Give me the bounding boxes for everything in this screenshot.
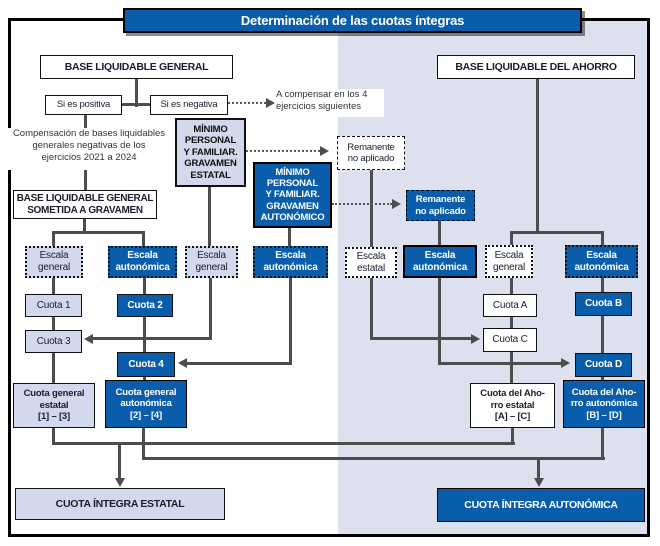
node-remanente-no-aplicado-autonomico: Remanente no aplicado (406, 190, 475, 221)
node-cuota-3: Cuota 3 (25, 330, 82, 353)
node-escala-general-3: Escala general (485, 245, 533, 278)
connector-line (601, 377, 604, 381)
connector-line (135, 78, 138, 107)
label-a-compensar: A compensar en los 4 ejercicios siguient… (276, 89, 384, 117)
connector-line (52, 231, 145, 234)
connector-line (52, 353, 55, 384)
connector-line (142, 428, 145, 460)
connector-line (601, 278, 604, 293)
node-escala-estatal: Escala estatal (345, 247, 397, 278)
label-compensacion: Compensación de bases liquidables genera… (8, 128, 170, 170)
connector-line (143, 278, 146, 295)
connector-line (122, 103, 152, 106)
arrowhead (266, 98, 275, 108)
connector-line (510, 352, 513, 384)
node-cuota-ahorro-autonomica: Cuota del Aho- rro autonómica [B] – [D] (563, 380, 645, 428)
node-escala-general-2: Escala general (185, 246, 238, 278)
arrowhead (534, 478, 544, 487)
connector-line (52, 278, 55, 295)
connector-line (93, 337, 212, 340)
node-remanente-no-aplicado-estatal: Remanente no aplicado (337, 136, 405, 170)
connector-line (208, 187, 211, 247)
connector-line (537, 457, 540, 479)
connector-line (143, 317, 146, 353)
node-cuota-integra-estatal: CUOTA ÍNTEGRA ESTATAL (15, 488, 225, 520)
node-si-es-positiva: Si es positiva (45, 95, 122, 115)
connector-line (209, 278, 212, 340)
connector-line (52, 442, 515, 445)
arrowhead (561, 358, 570, 368)
page-title: Determinación de las cuotas íntegras (123, 8, 582, 33)
node-cuota-2: Cuota 2 (117, 294, 173, 317)
node-minimo-autonomico: MÍNIMO PERSONAL Y FAMILIAR. GRAVAMEN AUT… (253, 162, 332, 228)
node-escala-autonomica-1: Escala autonómica (108, 246, 177, 278)
arrowhead (115, 478, 125, 487)
connector-line (142, 231, 145, 247)
dotted-connector (332, 203, 392, 205)
connector-line (143, 377, 146, 381)
connector-line (438, 221, 441, 247)
node-minimo-estatal: MÍNIMO PERSONAL Y FAMILIAR. GRAVAMEN EST… (175, 118, 246, 187)
node-escala-general-1: Escala general (25, 246, 83, 278)
connector-line (601, 316, 604, 354)
node-cuota-a: Cuota A (483, 294, 537, 317)
connector-line (289, 278, 292, 365)
node-base-liquidable-ahorro: BASE LIQUIDABLE DEL AHORRO (437, 55, 635, 79)
connector-line (370, 278, 373, 340)
dotted-connector (228, 102, 266, 104)
connector-line (142, 457, 605, 460)
node-base-liquidable-general: BASE LIQUIDABLE GENERAL (40, 55, 233, 79)
connector-line (438, 278, 441, 365)
connector-line (288, 228, 291, 247)
connector-line (511, 428, 514, 444)
connector-line (601, 428, 604, 459)
connector-line (52, 317, 55, 331)
node-si-es-negativa: Si es negativa (150, 95, 228, 115)
node-cuota-4: Cuota 4 (117, 352, 175, 377)
connector-line (187, 362, 292, 365)
node-cuota-ahorro-estatal: Cuota del Aho- rro estatal [A] – [C] (470, 383, 555, 428)
node-cuota-d: Cuota D (575, 353, 632, 377)
node-escala-autonomica-3: Escala autonómica (403, 245, 477, 278)
node-cuota-b: Cuota B (575, 292, 632, 316)
connector-line (536, 78, 539, 234)
arrowhead (320, 146, 329, 156)
connector-line (52, 231, 55, 247)
node-cuota-general-autonomica: Cuota general autonómica [2] – [4] (105, 380, 187, 428)
node-escala-autonomica-4: Escala autonómica (565, 245, 638, 278)
connector-line (601, 231, 604, 247)
arrowhead (392, 199, 401, 209)
connector-line (52, 428, 55, 445)
node-cuota-integra-autonomica: CUOTA ÍNTEGRA AUTONÓMICA (437, 488, 645, 522)
connector-line (510, 231, 604, 234)
arrowhead (84, 334, 93, 344)
connector-line (118, 442, 121, 479)
connector-line (370, 170, 373, 248)
connector-line (510, 278, 513, 295)
node-base-sometida-gravamen: BASE LIQUIDABLE GENERAL SOMETIDA A GRAVA… (13, 190, 157, 219)
node-escala-autonomica-2: Escala autonómica (253, 246, 328, 278)
connector-line (438, 362, 561, 365)
dotted-connector (246, 150, 320, 152)
node-cuota-c: Cuota C (483, 328, 537, 352)
connector-line (510, 317, 513, 330)
node-cuota-general-estatal: Cuota general estatal [1] – [3] (13, 383, 95, 428)
arrowhead (471, 334, 480, 344)
connector-line (370, 337, 471, 340)
connector-line (83, 218, 86, 234)
arrowhead (178, 358, 187, 368)
node-cuota-1: Cuota 1 (25, 294, 82, 317)
connector-line (510, 231, 513, 247)
